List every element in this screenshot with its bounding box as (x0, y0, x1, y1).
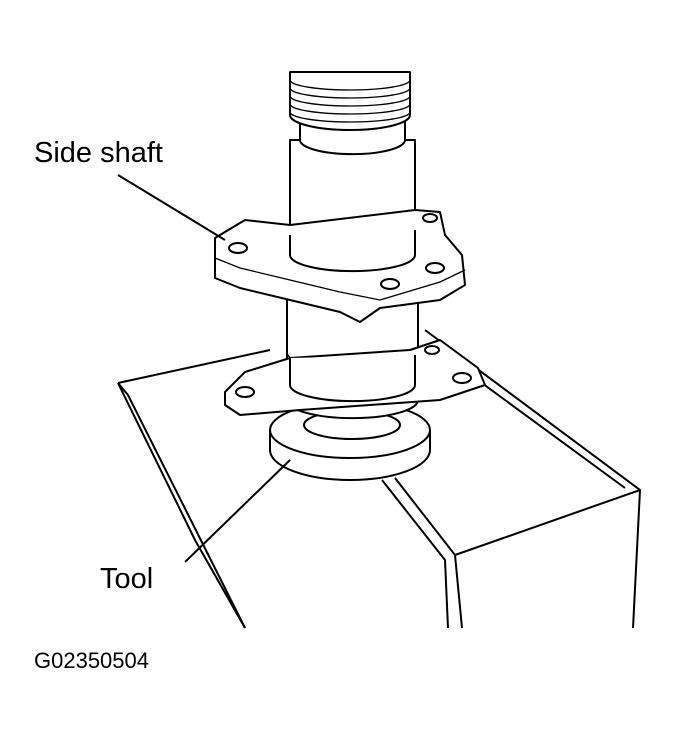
side-shaft-leader-line (117, 174, 226, 241)
tool-ring (269, 401, 431, 481)
figure-code: G02350504 (34, 648, 149, 673)
threaded-end (289, 71, 411, 131)
side-shaft-flange (214, 209, 466, 323)
side-shaft-label: Side shaft (34, 137, 163, 169)
tool-label: Tool (100, 563, 154, 595)
lower-flange (224, 339, 486, 416)
tool-leader-line (184, 459, 291, 563)
